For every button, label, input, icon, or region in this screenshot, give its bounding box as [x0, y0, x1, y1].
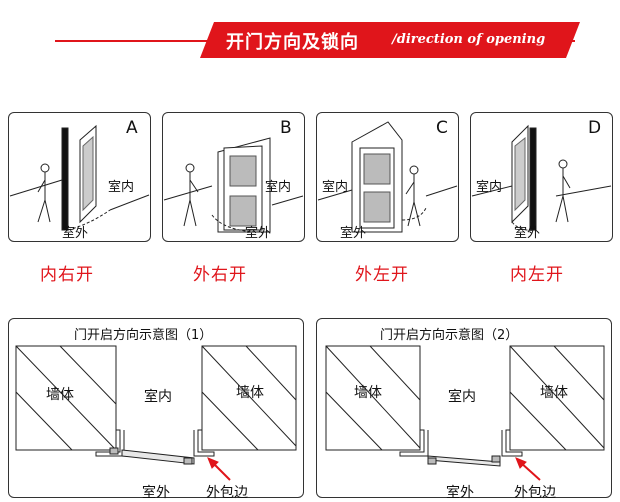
panel-a-inside-label: 室内: [108, 180, 135, 195]
diagram-2-outside: 室外: [446, 485, 474, 501]
diagram-1-wall-left: 墙体: [46, 387, 74, 403]
diagram-2-inside: 室内: [448, 389, 476, 405]
panel-d-outside-label: 室外: [514, 226, 541, 241]
panel-b-caption: 外右开: [193, 265, 247, 285]
panel-d-inside-label: 室内: [476, 180, 503, 195]
panel-c-outside-label: 室外: [340, 226, 367, 241]
panel-b-outside-label: 室外: [245, 226, 272, 241]
panel-b-inside-label: 室内: [265, 180, 292, 195]
panel-d-caption: 内左开: [510, 265, 564, 285]
diagram-1-trim: 外包边: [206, 485, 248, 501]
panel-d: [470, 112, 613, 242]
panel-c-letter: C: [436, 118, 448, 138]
diagram-1-outside: 室外: [142, 485, 170, 501]
header-banner: [200, 22, 580, 58]
diagram-2-wall-left: 墙体: [354, 385, 382, 401]
header-subtitle: /direction of opening: [392, 32, 546, 47]
diagram-2-title: 门开启方向示意图（2）: [380, 328, 519, 343]
header-title: 开门方向及锁向: [226, 32, 359, 53]
panel-a-caption: 内右开: [40, 265, 94, 285]
panel-c-caption: 外左开: [355, 265, 409, 285]
panel-a-outside-label: 室外: [62, 226, 89, 241]
diagram-1-inside: 室内: [144, 389, 172, 405]
diagram-1-wall-right: 墙体: [236, 385, 264, 401]
diagram-1-title: 门开启方向示意图（1）: [74, 328, 213, 343]
door-illustrations: [9, 121, 612, 233]
diagram-2-trim: 外包边: [514, 485, 556, 501]
panel-c-inside-label: 室内: [322, 180, 349, 195]
panel-d-letter: D: [588, 118, 602, 138]
diagram-2-wall-right: 墙体: [540, 385, 568, 401]
panel-b-letter: B: [280, 118, 292, 138]
panel-a-letter: A: [126, 118, 138, 138]
